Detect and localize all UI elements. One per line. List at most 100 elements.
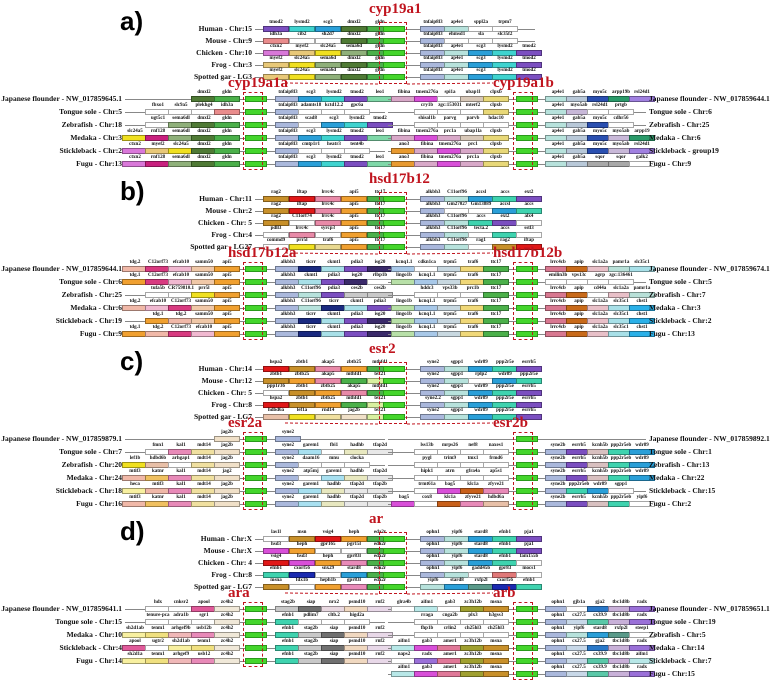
gene-label: gpc6a: [350, 103, 364, 108]
target-gene: [516, 109, 538, 115]
gene-arrow: [263, 414, 289, 420]
gene-arrow: [341, 244, 367, 250]
gene-label: syne2b: [550, 482, 566, 487]
species-label: Spotted gar - LG3: [194, 72, 252, 81]
gene-label: lysmd2: [326, 90, 342, 95]
gene-arrow: [516, 196, 542, 202]
gene-block: pgr15l: [341, 542, 367, 556]
gene-label: syne2: [427, 384, 439, 389]
gene-arrow: [420, 584, 446, 590]
gene-family-title: ar: [369, 511, 384, 527]
gene-label: C12orf73: [171, 325, 191, 330]
gene-label: gab5a: [572, 90, 586, 95]
gene-arrow: [516, 572, 542, 578]
gene-label: zc3h12b: [464, 639, 482, 644]
species-label: Medaka - Chr:3: [70, 133, 122, 142]
gene-label: slc1a2a: [613, 286, 629, 291]
gene-label: fibina: [420, 155, 434, 160]
gene-label: accs: [500, 190, 510, 195]
gene-arrow: [315, 50, 341, 56]
gene-label: usb12b: [196, 626, 212, 631]
gene-arrow: [263, 390, 289, 396]
gene-label: tbc1d8b: [612, 652, 630, 657]
target-highlight-box: [379, 22, 407, 84]
gene-arrow: [315, 38, 341, 44]
gene-block: zc4h2: [214, 613, 240, 627]
species-label: Tongue sole - Chr:6: [649, 107, 712, 116]
gene-label: gab3: [421, 665, 433, 670]
gene-block: slc24a5: [315, 44, 341, 58]
gene-label: tfap2b: [373, 482, 387, 487]
gene-block: sema6d: [315, 56, 341, 70]
gene-block: arpp19: [629, 129, 655, 143]
species-label: Japanese flounder - NW_017859879.1: [1, 434, 122, 443]
gene-label: apip: [574, 299, 584, 304]
gene-label: chst1: [636, 299, 648, 304]
gene-label: emilin3b: [548, 273, 568, 278]
gene-label: wdr89: [593, 482, 607, 487]
target-gene: [245, 109, 267, 115]
gene-label: slc1a2a: [592, 325, 608, 330]
species-label: Mouse - Chr:9: [205, 36, 252, 45]
gene-label: gadd45b: [471, 566, 491, 571]
gene-arrow: [263, 402, 289, 408]
gene-label: zgc:153031: [438, 103, 462, 108]
gene-label: ano3: [398, 155, 410, 160]
target-gene: [516, 331, 538, 337]
gene-arrow: [483, 475, 509, 481]
gene-block: iftap: [289, 202, 315, 216]
gene-label: ap4e1: [551, 116, 565, 121]
gene-label: api5: [349, 226, 359, 231]
paralog-title-a: cyp19a1a: [228, 75, 288, 91]
gene-label: C12orf73: [148, 260, 168, 265]
gene-label: pdlim7: [303, 613, 319, 618]
gene-block: gldn: [214, 90, 240, 104]
gene-label: efcab10: [172, 260, 190, 265]
gene-label: idh3a: [270, 32, 282, 37]
gene-arrow: [483, 462, 509, 468]
gene-label: ckmt1: [350, 299, 364, 304]
gene-label: efnb1: [523, 578, 535, 583]
gene-label: lrrc4cb: [550, 299, 566, 304]
gene-arrow: [341, 560, 367, 566]
gene-label: garem1: [302, 443, 319, 448]
gene-arrow: [341, 232, 367, 238]
gene-label: kal1: [176, 443, 186, 448]
target-gene: [383, 402, 405, 408]
gene-label: arhgap1: [172, 456, 190, 461]
gene-label: efnb1: [270, 566, 282, 571]
gene-label: pamr1a: [612, 260, 630, 265]
gene-block: api5: [214, 325, 240, 339]
gene-label: rsl24d1: [634, 90, 650, 95]
gene-label: apip: [574, 260, 584, 265]
gene-block: zbtb25: [315, 396, 341, 410]
gene-block: sstl3: [516, 226, 542, 240]
gene-label: zc3h12b: [464, 652, 482, 657]
gene-label: sppl2a: [474, 20, 488, 25]
gene-label: ttc17: [374, 214, 386, 219]
gene-label: ppp2r5eb: [610, 456, 632, 461]
species-label: Human - Chr:X: [200, 534, 252, 543]
gene-label: api5: [222, 273, 232, 278]
gene-arrow: [263, 572, 289, 578]
gene-arrow: [289, 244, 315, 250]
gene-label: heatr3: [327, 142, 341, 147]
gene-label: higd2a: [349, 613, 365, 618]
gene-label: trpm5: [443, 325, 457, 330]
gene-label: ap4e1: [551, 129, 565, 134]
gene-label: api5: [222, 312, 232, 317]
gene-arrow: [420, 244, 446, 250]
gene-label: rag1: [476, 238, 486, 243]
gene-block: slc24a5: [289, 68, 315, 82]
gene-label: hspa2: [269, 396, 283, 401]
gene-label: zc4h2: [220, 652, 234, 657]
gene-arrow: [214, 449, 240, 455]
species-label: Fugu - Chr:2: [649, 499, 692, 508]
